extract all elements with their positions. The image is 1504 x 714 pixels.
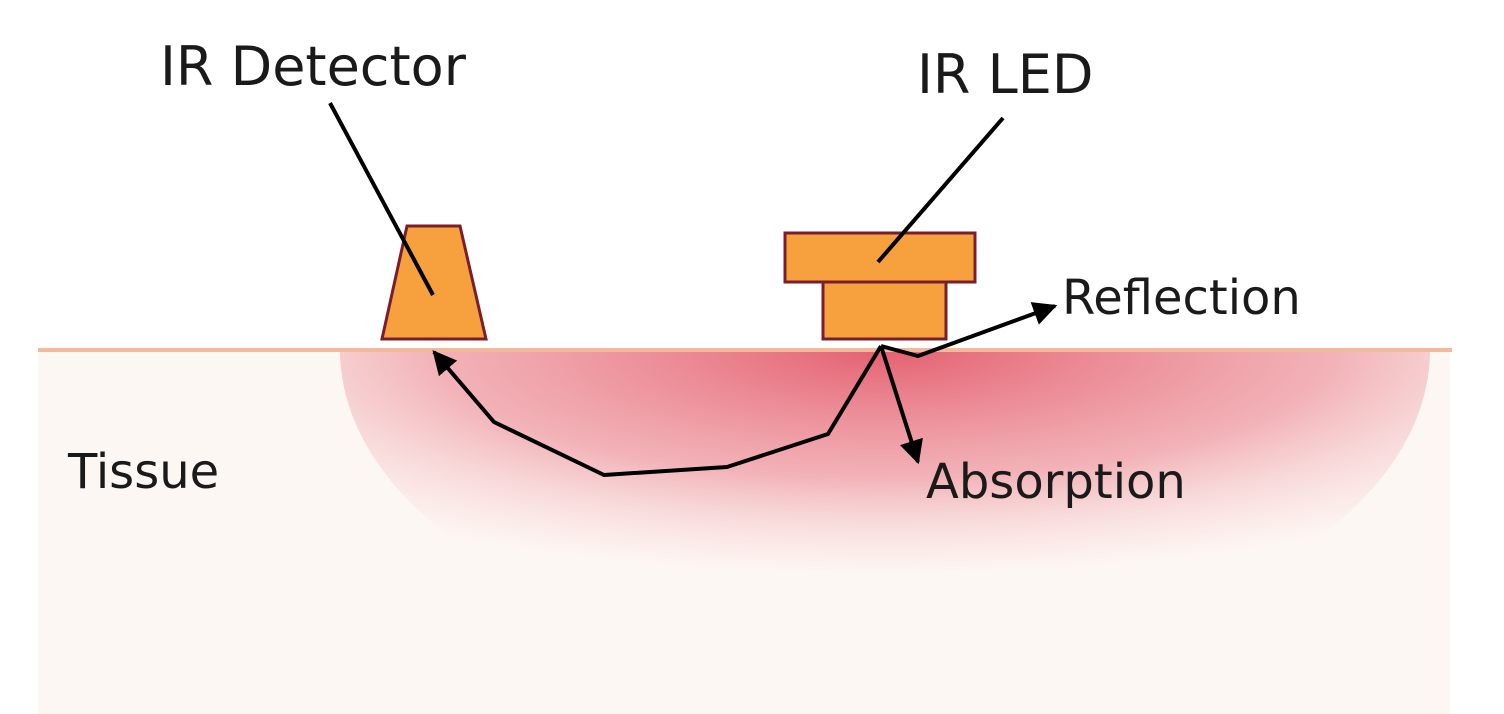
- absorption-label: Absorption: [926, 454, 1186, 510]
- ir-led-label: IR LED: [917, 43, 1094, 106]
- detector-leader-line: [328, 102, 435, 296]
- reflection-label: Reflection: [1062, 270, 1301, 326]
- absorption-arrow: [879, 345, 923, 465]
- tissue-label: Tissue: [68, 444, 220, 500]
- tissue-glow: [340, 350, 1430, 660]
- ir-detector-shape: [380, 224, 488, 341]
- reflection-arrow: [880, 302, 1058, 358]
- scatter-path-arrow: [432, 344, 883, 477]
- ir-detector-label: IR Detector: [160, 35, 466, 98]
- led-leader-line: [876, 116, 1005, 264]
- ir-led-base-shape: [821, 280, 948, 341]
